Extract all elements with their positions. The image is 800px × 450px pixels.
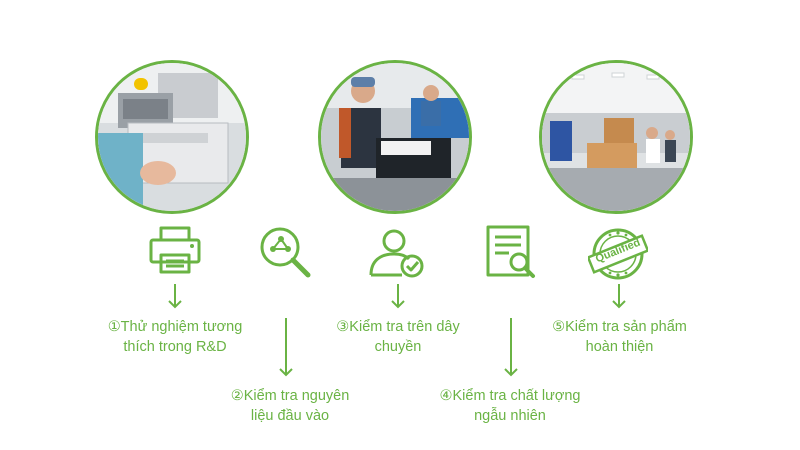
- qualified-stamp-icon: Qualified: [588, 225, 648, 283]
- step-2-label: ②Kiểm tra nguyên liệu đầu vào: [210, 386, 370, 426]
- arrow-down-icon: [391, 284, 405, 309]
- step-1-label: ①Thử nghiệm tương thích trong R&D: [95, 317, 255, 357]
- step-3-label: ③Kiểm tra trên dây chuyền: [318, 317, 478, 357]
- arrow-down-long-icon: [279, 318, 293, 377]
- step-4-label: ④Kiểm tra chất lượng ngẫu nhiên: [420, 386, 600, 426]
- photo-assembly-line: [318, 60, 472, 214]
- arrow-down-icon: [168, 284, 182, 309]
- photo-printer-lab: [95, 60, 249, 214]
- step-5-line-2: hoàn thiện: [585, 339, 654, 355]
- step-2-line-2: liệu đầu vào: [250, 408, 330, 424]
- step-5-line-1: ⑤Kiểm tra sản phẩm: [552, 319, 687, 335]
- step-4-line-2: ngẫu nhiên: [474, 408, 546, 424]
- printer-icon: [149, 226, 201, 274]
- step-1-line-1: ①Thử nghiệm tương: [107, 319, 243, 335]
- step-1-line-2: thích trong R&D: [123, 339, 227, 355]
- photo-warehouse: [539, 60, 693, 214]
- step-4-line-1: ④Kiểm tra chất lượng: [439, 388, 581, 404]
- step-3-line-1: ③Kiểm tra trên dây: [336, 319, 460, 335]
- step-3-line-2: chuyền: [374, 339, 422, 355]
- user-check-icon: [369, 229, 424, 278]
- arrow-down-icon: [612, 284, 626, 309]
- magnifier-molecule-icon: [260, 227, 311, 278]
- step-2-line-1: ②Kiểm tra nguyên: [230, 388, 350, 404]
- step-5-label: ⑤Kiểm tra sản phẩm hoàn thiện: [537, 317, 702, 357]
- document-search-icon: [486, 225, 535, 278]
- arrow-down-long-icon: [504, 318, 518, 377]
